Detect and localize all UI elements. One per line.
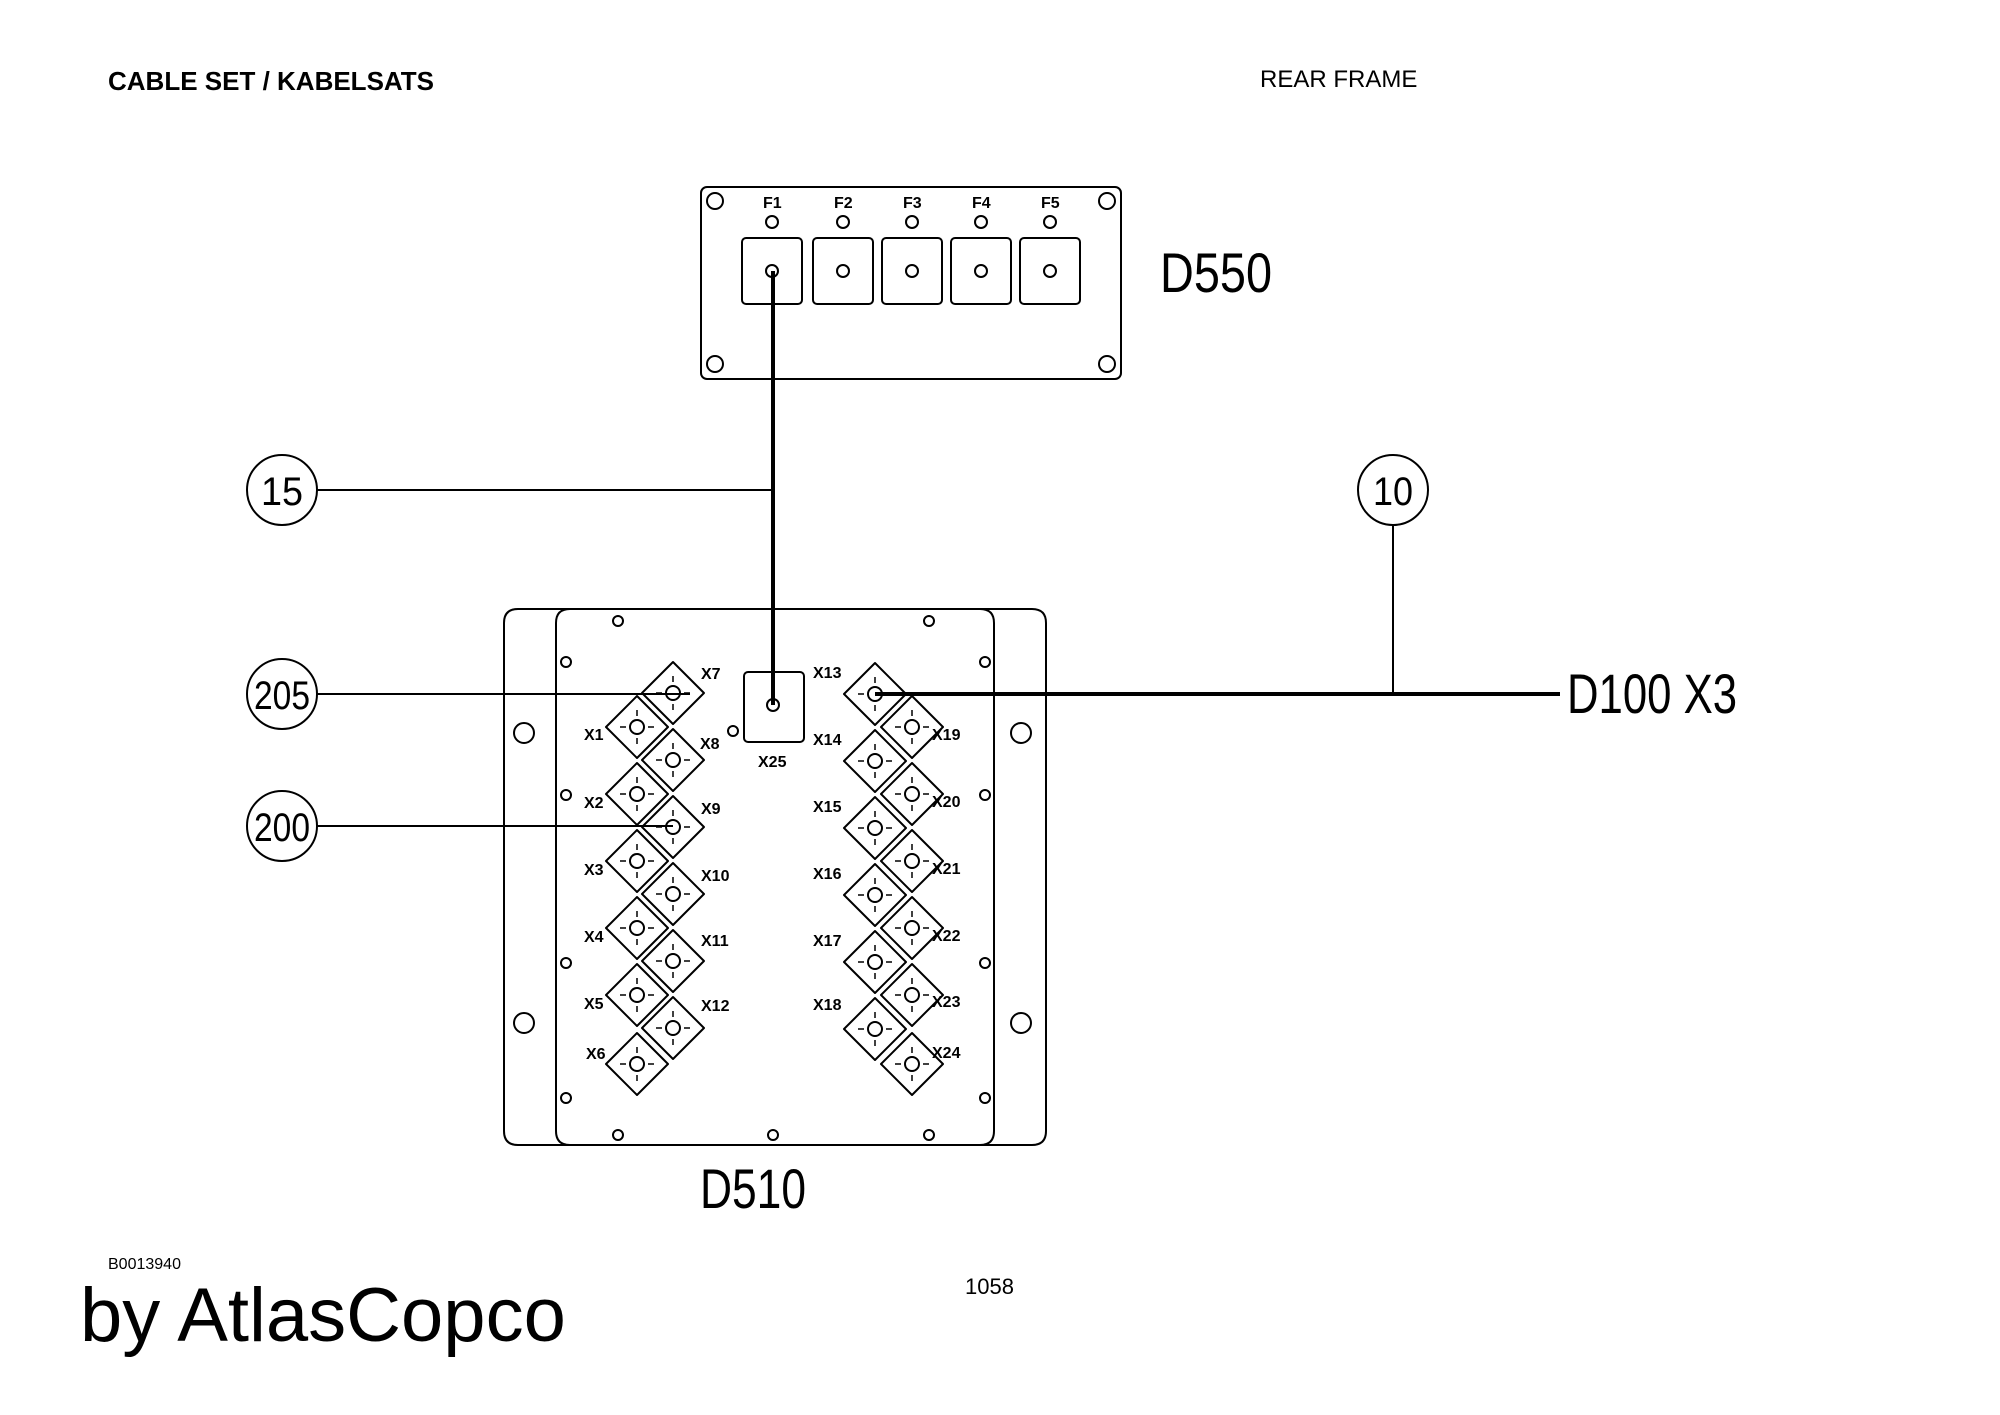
- x15-connector: [843, 796, 907, 860]
- x7-connector: [641, 661, 705, 725]
- label-x21: X21: [932, 861, 961, 878]
- label-x3: X3: [584, 862, 604, 879]
- callout-205: 205: [254, 674, 310, 718]
- callout-200: 200: [254, 806, 310, 850]
- label-x1: X1: [584, 727, 604, 744]
- x13-connector: [843, 662, 907, 726]
- x4-connector: [605, 896, 669, 960]
- callout-10: 10: [1373, 470, 1413, 514]
- drawing-id: B0013940: [108, 1256, 181, 1273]
- label-x18: X18: [813, 997, 842, 1014]
- x12-connector: [641, 996, 705, 1060]
- d510-outer-plate: [503, 608, 1047, 1146]
- brand-watermark: by AtlasCopco: [80, 1273, 566, 1358]
- d510-inner-plate: [555, 608, 995, 1146]
- label-x17: X17: [813, 933, 842, 950]
- label-x13: X13: [813, 665, 842, 682]
- label-f1: F1: [763, 195, 782, 212]
- x22-connector: [880, 896, 944, 960]
- page-number: 1058: [965, 1274, 1014, 1299]
- label-x20: X20: [932, 794, 961, 811]
- label-x7: X7: [701, 666, 721, 683]
- x23-connector: [880, 963, 944, 1027]
- label-x2: X2: [584, 795, 604, 812]
- label-x9: X9: [701, 801, 721, 818]
- d550-enclosure: [700, 186, 1122, 380]
- x18-connector: [843, 997, 907, 1061]
- label-x11: X11: [701, 933, 729, 950]
- label-x19: X19: [932, 727, 961, 744]
- fuse-sockets: [741, 215, 1081, 305]
- label-x25: X25: [758, 754, 787, 771]
- connector-symbols: [605, 661, 944, 1096]
- x6-connector: [605, 1032, 669, 1096]
- label-x6: X6: [586, 1046, 606, 1063]
- label-f2: F2: [834, 195, 853, 212]
- x21-connector: [880, 829, 944, 893]
- x5-connector: [605, 963, 669, 1027]
- label-x14: X14: [813, 732, 842, 749]
- label-x22: X22: [932, 928, 961, 945]
- x8-connector: [641, 728, 705, 792]
- x24-connector: [880, 1032, 944, 1096]
- header-section: REAR FRAME: [1260, 66, 1418, 93]
- x17-connector: [843, 930, 907, 994]
- header-title: CABLE SET / KABELSATS: [108, 66, 434, 96]
- callout-15: 15: [261, 470, 303, 514]
- x16-connector: [843, 863, 907, 927]
- x10-connector: [641, 862, 705, 926]
- x9-connector: [641, 795, 705, 859]
- x1-connector: [605, 695, 669, 759]
- unit-d100-x3: D100 X3: [1567, 662, 1737, 725]
- label-x12: X12: [701, 998, 730, 1015]
- label-x5: X5: [584, 996, 604, 1013]
- label-x23: X23: [932, 994, 961, 1011]
- label-x15: X15: [813, 799, 842, 816]
- label-x10: X10: [701, 868, 730, 885]
- x11-connector: [641, 929, 705, 993]
- label-f5: F5: [1041, 195, 1060, 212]
- x20-connector: [880, 762, 944, 826]
- label-x8: X8: [700, 736, 720, 753]
- label-f4: F4: [972, 195, 991, 212]
- x3-connector: [605, 829, 669, 893]
- unit-d510: D510: [700, 1157, 806, 1220]
- x2-connector: [605, 762, 669, 826]
- label-x4: X4: [584, 929, 604, 946]
- unit-d550: D550: [1160, 241, 1272, 304]
- label-x16: X16: [813, 866, 842, 883]
- x14-connector: [843, 729, 907, 793]
- x19-connector: [880, 695, 944, 759]
- label-x24: X24: [932, 1045, 961, 1062]
- label-f3: F3: [903, 195, 922, 212]
